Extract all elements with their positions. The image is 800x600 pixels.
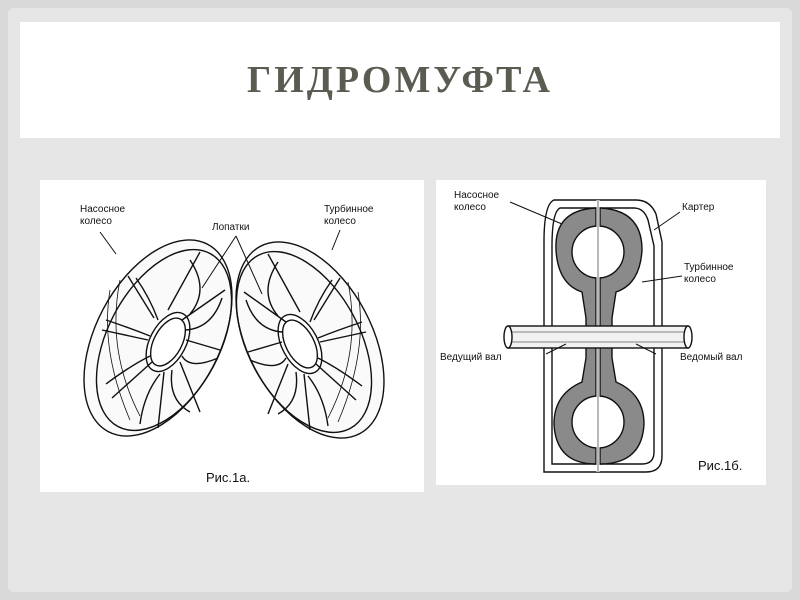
turbine-wheel-label-b: Турбинное (684, 262, 734, 273)
pump-wheel-label-a-2: колесо (80, 216, 112, 227)
pump-wheel-label-a: Насосное (80, 204, 126, 215)
figure-fluid-coupling-section: Насосное колесо Картер Турбинное колесо … (436, 180, 766, 485)
shaft (507, 325, 689, 349)
title-band (20, 22, 780, 138)
blades-label: Лопатки (212, 222, 250, 233)
figure-b-caption: Рис.1б. (698, 458, 743, 473)
pump-wheel-label-b: Насосное (454, 190, 500, 201)
turbine-wheel-label-a: Турбинное (324, 204, 374, 215)
pump-wheel (83, 239, 233, 437)
turbine-wheel (235, 241, 385, 439)
pump-wheel-label-b-2: колесо (454, 202, 486, 213)
wheels-drawing (83, 229, 385, 439)
driven-shaft-label: Ведомый вал (680, 352, 743, 363)
slide-title: ГИДРОМУФТА (247, 59, 553, 101)
figure-a-caption: Рис.1а. (206, 470, 251, 485)
turbine-wheel-label-a-2: колесо (324, 216, 356, 227)
housing-label: Картер (682, 202, 715, 213)
turbine-wheel-label-b-2: колесо (684, 274, 716, 285)
figure-fluid-coupling-wheels: Насосное колесо Лопатки Турбинное колесо… (40, 180, 424, 492)
drive-shaft-label: Ведущий вал (440, 352, 502, 363)
section-drawing (503, 199, 693, 473)
